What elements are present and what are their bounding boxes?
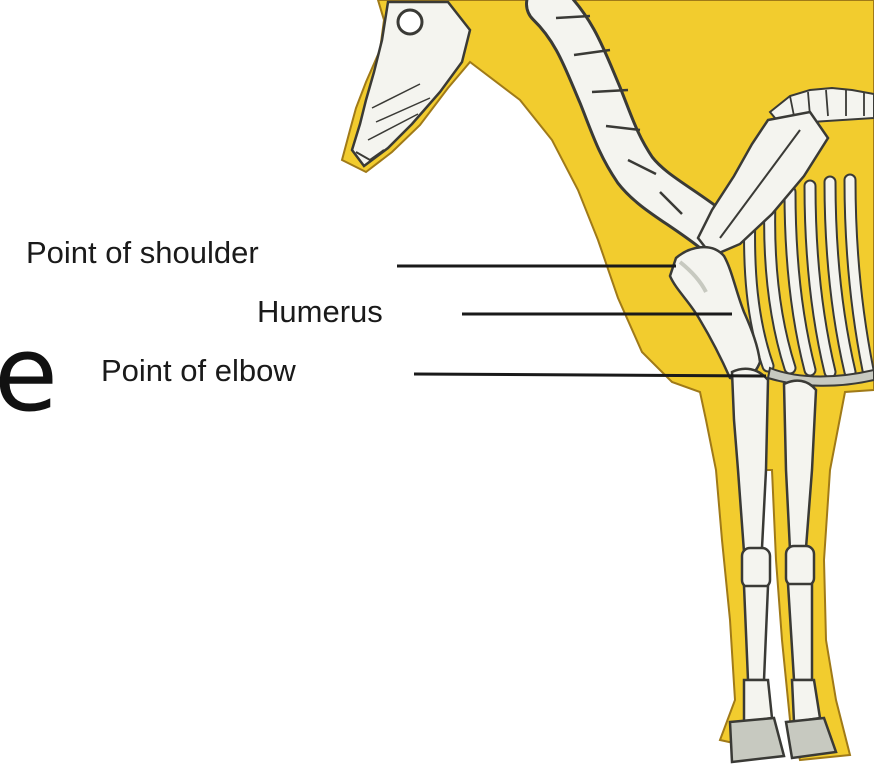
point-of-elbow-label: Point of elbow (101, 355, 296, 386)
elbow-leader-line (414, 374, 766, 376)
cropped-edge-letter: e (0, 322, 58, 426)
humerus-label: Humerus (257, 296, 383, 327)
point-of-shoulder-label: Point of shoulder (26, 237, 259, 268)
